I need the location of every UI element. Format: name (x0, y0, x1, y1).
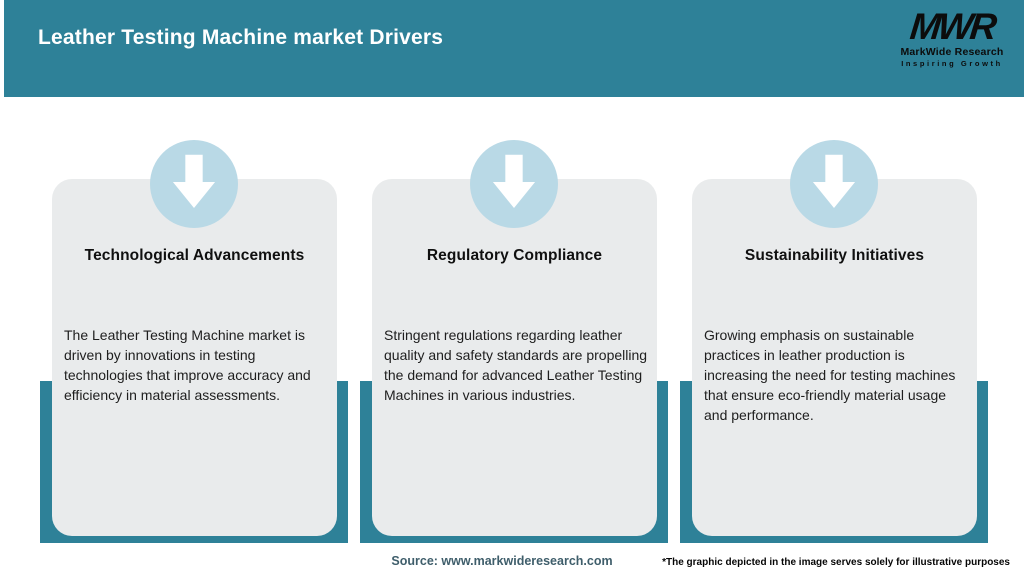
down-arrow-icon (812, 154, 856, 209)
markwide-research-logo: MWR MarkWide Research Inspiring Growth (892, 6, 1012, 68)
logo-company-name: MarkWide Research (900, 46, 1004, 58)
down-arrow-icon (492, 154, 536, 209)
logo-tagline: Inspiring Growth (901, 59, 1003, 68)
down-arrow-badge (790, 140, 878, 228)
driver-card: Regulatory Compliance Stringent regulati… (372, 179, 657, 536)
driver-card-title: Regulatory Compliance (426, 247, 603, 264)
header-band: Leather Testing Machine market Drivers M… (4, 0, 1024, 97)
source-text: Source: www.markwideresearch.com (391, 554, 613, 568)
down-arrow-badge (470, 140, 558, 228)
down-arrow-icon (172, 154, 216, 209)
logo-acronym: MWR (908, 6, 996, 47)
driver-card-title: Sustainability Initiatives (744, 247, 925, 264)
driver-card: Technological Advancements The Leather T… (52, 179, 337, 536)
driver-card-title: Technological Advancements (84, 247, 305, 264)
page-title: Leather Testing Machine market Drivers (38, 26, 444, 49)
disclaimer-text: *The graphic depicted in the image serve… (662, 557, 1010, 568)
driver-card-body: The Leather Testing Machine market is dr… (64, 327, 311, 403)
down-arrow-badge (150, 140, 238, 228)
driver-card-body: Growing emphasis on sustainable practice… (704, 327, 956, 423)
driver-card-body: Stringent regulations regarding leather … (384, 327, 648, 403)
driver-card: Sustainability Initiatives Growing empha… (692, 179, 977, 536)
